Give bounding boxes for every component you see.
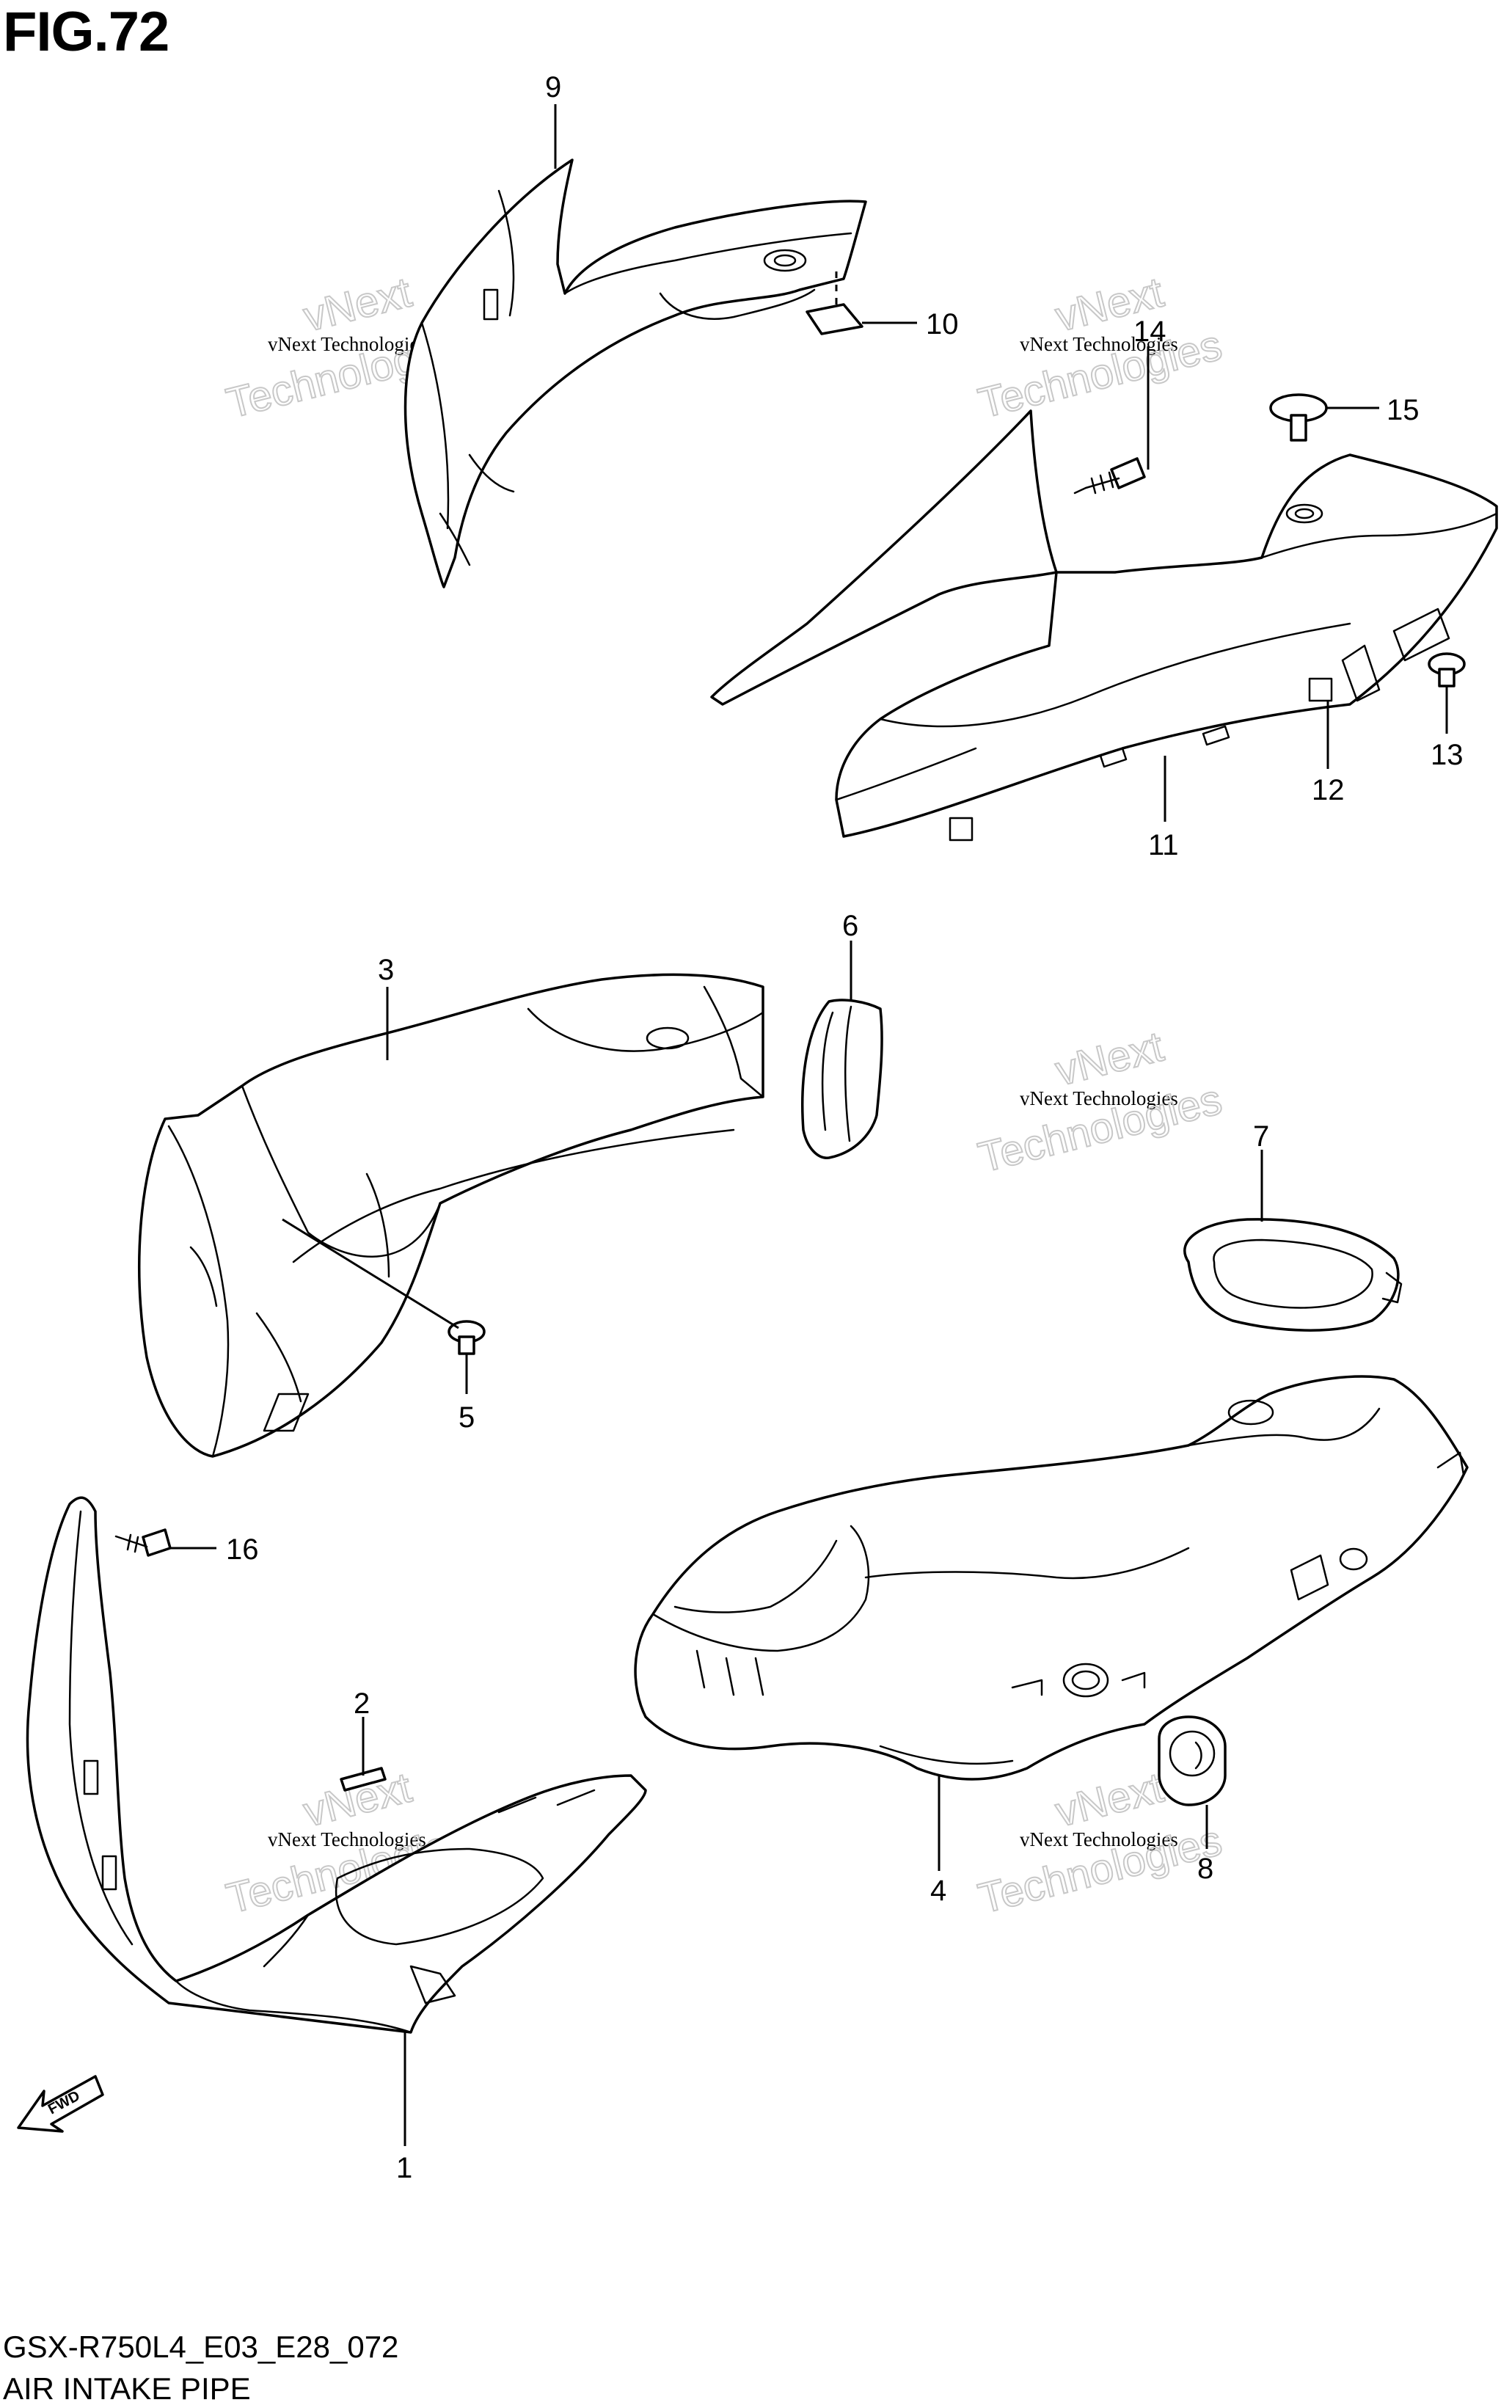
watermark-text: vNext Technologies — [1020, 333, 1178, 355]
watermark-text: vNext Technologies — [268, 1828, 426, 1850]
callout-11: 11 — [1148, 829, 1179, 861]
callout-13: 13 — [1431, 739, 1464, 771]
watermark-big-vnext: vNext — [299, 269, 416, 341]
callout-16: 16 — [226, 1533, 259, 1566]
callout-4: 4 — [930, 1875, 946, 1907]
leader-lines — [169, 104, 1448, 2146]
part-6-duct-connector — [801, 999, 883, 1159]
callout-5: 5 — [459, 1401, 475, 1434]
watermark-text: vNext Technologies — [1020, 1828, 1178, 1850]
part-1-lower-panel — [26, 1496, 647, 2034]
watermark-4: vNext vNext Technologies Technologies — [973, 1022, 1227, 1183]
part-3-air-duct — [138, 973, 764, 1458]
watermark-2: vNext vNext Technologies Technologies — [973, 268, 1227, 428]
watermark-text: vNext Technologies — [1020, 1087, 1178, 1109]
part-9-inner-panel — [403, 158, 867, 588]
callout-10: 10 — [926, 308, 959, 340]
part-7-seal-ring — [1183, 1218, 1403, 1332]
callout-2: 2 — [354, 1688, 370, 1720]
part-4-air-duct — [634, 1375, 1469, 1781]
callout-1: 1 — [396, 2152, 412, 2184]
callout-7: 7 — [1253, 1120, 1269, 1153]
callout-6: 6 — [842, 910, 858, 942]
figure-code: GSX-R750L4_E03_E28_072 — [3, 2329, 399, 2364]
part-2-plate — [340, 1767, 387, 1792]
figure-title: FIG.72 — [3, 1, 169, 63]
callout-numbers: 9 10 14 15 13 12 11 6 3 7 5 16 2 4 8 1 — [226, 71, 1464, 2184]
figure-name: AIR INTAKE PIPE — [3, 2371, 251, 2406]
part-10-plate — [806, 303, 863, 335]
callout-15: 15 — [1387, 394, 1420, 426]
part-14-screw — [1073, 457, 1146, 495]
callout-14: 14 — [1133, 315, 1166, 348]
fwd-arrow-icon: FWD — [17, 2075, 104, 2133]
callout-9: 9 — [545, 71, 561, 103]
callout-12: 12 — [1312, 774, 1345, 806]
part-16-screw — [114, 1528, 172, 1557]
watermark-big-vnext: vNext — [1051, 1023, 1168, 1095]
watermark-big-vnext: vNext — [1051, 1764, 1168, 1836]
part-13-clip — [1428, 652, 1466, 687]
watermark-text: vNext Technologies — [268, 333, 426, 355]
part-11-side-panel — [710, 409, 1498, 842]
callout-3: 3 — [378, 954, 394, 986]
part-8-grommet — [1158, 1715, 1227, 1806]
callout-8: 8 — [1197, 1853, 1213, 1885]
part-15-clip — [1269, 393, 1328, 442]
